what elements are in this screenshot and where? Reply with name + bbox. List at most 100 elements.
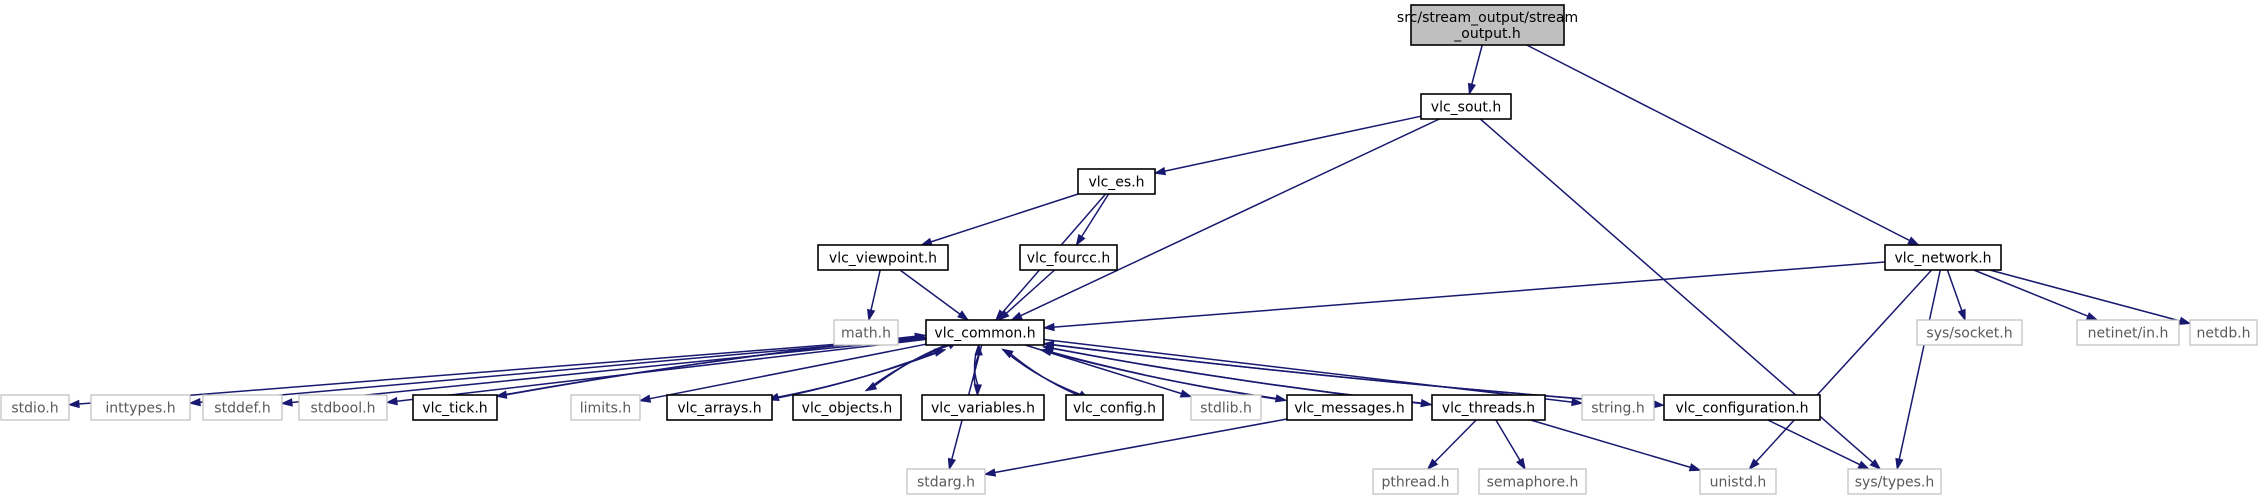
node-label: vlc_fourcc.h — [1027, 251, 1110, 267]
node-sys-socket: sys/socket.h — [1916, 319, 2023, 346]
node-label: stdbool.h — [311, 401, 376, 417]
node-stdio: stdio.h — [0, 394, 70, 421]
arrowhead-vlc_sout-to-vlc_es — [1153, 166, 1167, 176]
node-vlc-es[interactable]: vlc_es.h — [1077, 168, 1156, 195]
node-box — [0, 394, 70, 421]
arrowhead-vlc_threads-to-unistd — [1688, 463, 1702, 472]
arrowhead-vlc_configuration-to-sys_types — [1857, 460, 1871, 470]
node-stddef: stddef.h — [202, 394, 283, 421]
arrowhead-vlc_network-to-netinet_in — [2085, 312, 2099, 321]
node-label: vlc_sout.h — [1431, 100, 1501, 116]
edge-vlc_variables-to-vlc_common — [973, 354, 980, 396]
node-limits: limits.h — [570, 394, 641, 421]
node-stdarg: stdarg.h — [906, 468, 986, 495]
arrowhead-vlc_network-to-unistd — [1748, 458, 1760, 471]
node-vlc-variables[interactable]: vlc_variables.h — [921, 394, 1045, 421]
node-box — [906, 468, 986, 495]
node-box — [1581, 394, 1655, 421]
edge-root-to-vlc_sout — [1471, 44, 1483, 85]
arrowhead-root-to-vlc_network — [1907, 236, 1920, 246]
edge-vlc_messages-to-stdarg — [994, 418, 1288, 474]
node-vlc-fourcc[interactable]: vlc_fourcc.h — [1019, 244, 1118, 271]
node-label: vlc_es.h — [1088, 175, 1144, 191]
node-box — [1478, 468, 1587, 495]
edge-vlc_common-to-string — [1043, 338, 1573, 403]
node-label: sys/socket.h — [1926, 326, 2012, 342]
node-label: pthread.h — [1381, 475, 1449, 491]
node-box — [1286, 394, 1413, 421]
arrowhead-vlc_common-to-stdio — [67, 399, 80, 409]
node-vlc-common[interactable]: vlc_common.h — [925, 319, 1045, 346]
node-netdb: netdb.h — [2189, 319, 2258, 346]
node-box — [666, 394, 773, 421]
node-math: math.h — [833, 319, 899, 346]
node-box — [925, 319, 1045, 346]
arrowhead-root-to-vlc_sout — [1467, 82, 1477, 96]
node-box — [1420, 93, 1512, 120]
node-box — [298, 394, 388, 421]
node-label: inttypes.h — [105, 401, 175, 417]
arrowhead-vlc_fourcc-to-vlc_common — [997, 309, 1010, 322]
edge-vlc_threads-to-pthread — [1434, 419, 1477, 463]
arrowhead-vlc_es-to-vlc_fourcc — [1075, 233, 1086, 247]
node-vlc-configuration[interactable]: vlc_configuration.h — [1663, 394, 1821, 421]
edge-vlc_viewpoint-to-vlc_common — [899, 269, 961, 315]
node-stdbool: stdbool.h — [298, 394, 388, 421]
node-box — [1699, 468, 1777, 495]
node-box — [1019, 244, 1118, 271]
node-vlc-sout[interactable]: vlc_sout.h — [1420, 93, 1512, 120]
arrowhead-vlc_threads-to-pthread — [1426, 458, 1439, 471]
edge-vlc_common-to-stdbool — [396, 338, 927, 402]
edge-root-to-vlc_network — [1526, 44, 1910, 242]
node-vlc-viewpoint[interactable]: vlc_viewpoint.h — [817, 244, 949, 271]
node-box — [1663, 394, 1821, 421]
arrowhead-vlc_common-to-limits — [638, 394, 652, 403]
node-label: vlc_threads.h — [1442, 401, 1535, 417]
node-vlc-tick[interactable]: vlc_tick.h — [412, 394, 498, 421]
node-stdlib: stdlib.h — [1190, 394, 1262, 421]
node-label: sys/types.h — [1855, 475, 1934, 491]
node-vlc-messages[interactable]: vlc_messages.h — [1286, 394, 1413, 421]
node-vlc-network[interactable]: vlc_network.h — [1884, 244, 2002, 271]
edge-vlc_es-to-vlc_fourcc — [1081, 193, 1110, 237]
node-box — [1916, 319, 2023, 346]
node-vlc-config[interactable]: vlc_config.h — [1065, 394, 1164, 421]
node-vlc-objects[interactable]: vlc_objects.h — [792, 394, 902, 421]
node-box — [1410, 4, 1565, 46]
node-label: vlc_tick.h — [422, 401, 487, 417]
arrowhead-vlc_network-to-vlc_common — [1042, 322, 1055, 332]
arrowhead-vlc_sout-to-sys_types — [1869, 458, 1882, 471]
node-sys-types: sys/types.h — [1847, 468, 1942, 495]
node-box — [1190, 394, 1262, 421]
edge-vlc_threads-to-semaphore — [1495, 419, 1521, 461]
arrowhead-vlc_common-to-stdarg — [947, 457, 957, 471]
node-label: vlc_messages.h — [1294, 401, 1404, 417]
edge-vlc_common-to-stddef — [291, 337, 927, 404]
arrowhead-vlc_common-to-inttypes — [188, 397, 201, 407]
edge-vlc_network-to-netinet_in — [1973, 269, 2089, 317]
node-box — [792, 394, 902, 421]
node-root[interactable]: src/stream_output/stream_output.h — [1397, 4, 1578, 46]
node-netinet-in: netinet/in.h — [2076, 319, 2180, 346]
node-box — [921, 394, 1045, 421]
node-label: vlc_variables.h — [931, 401, 1035, 417]
node-label: vlc_arrays.h — [677, 401, 761, 417]
node-box — [202, 394, 283, 421]
edge-vlc_network-to-netdb — [1989, 269, 2181, 322]
edge-vlc_es-to-vlc_viewpoint — [930, 193, 1079, 243]
node-box — [2189, 319, 2258, 346]
node-label: string.h — [1591, 401, 1645, 417]
node-box — [1884, 244, 2002, 271]
node-label: vlc_configuration.h — [1675, 401, 1808, 417]
edge-vlc_configuration-to-sys_types — [1767, 419, 1861, 466]
arrowhead-vlc_variables-to-vlc_common — [974, 343, 983, 356]
node-vlc-threads[interactable]: vlc_threads.h — [1431, 394, 1546, 421]
nodes-layer: src/stream_output/stream_output.h vlc_sou… — [0, 4, 2258, 495]
node-box — [90, 394, 191, 421]
arrowhead-vlc_network-to-sys_types — [1895, 457, 1904, 471]
node-label: stdio.h — [11, 401, 58, 417]
node-label: vlc_viewpoint.h — [829, 251, 937, 267]
arrowhead-vlc_common-to-stdlib — [1179, 389, 1193, 398]
node-vlc-arrays[interactable]: vlc_arrays.h — [666, 394, 773, 421]
